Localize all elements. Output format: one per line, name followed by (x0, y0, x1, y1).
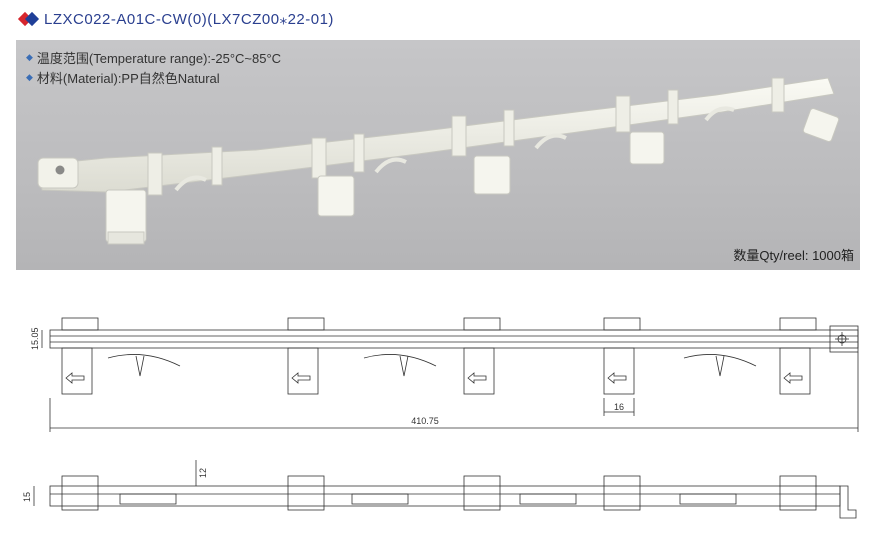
side-height-label: 15 (22, 492, 32, 502)
spec-material: ◆ 材料(Material):PP自然色Natural (26, 71, 220, 86)
height-left-label: 15.05 (30, 327, 40, 350)
header: LZXC022-A01C-CW(0)(LX7CZ00⁎22-01) (17, 8, 334, 30)
pitch-label: 16 (614, 402, 624, 412)
quantity-per-reel: 数量Qty/reel: 1000箱 (733, 248, 854, 263)
technical-drawing: 410.75 16 15.05 15 12 (22, 317, 859, 519)
product-title: LZXC022-A01C-CW(0)(LX7CZ00⁎22-01) (44, 11, 334, 28)
harness-bar-image (37, 77, 840, 245)
bullet-icon: ◆ (26, 72, 33, 82)
bullet-icon: ◆ (26, 52, 33, 62)
brand-logo (17, 10, 40, 28)
total-length-label: 410.75 (411, 416, 439, 426)
spec-temperature: ◆ 温度范围(Temperature range):-25°C~85°C (26, 51, 282, 66)
clip-height-label: 12 (198, 468, 208, 478)
product-photo: ◆ 温度范围(Temperature range):-25°C~85°C ◆ 材… (16, 40, 860, 270)
